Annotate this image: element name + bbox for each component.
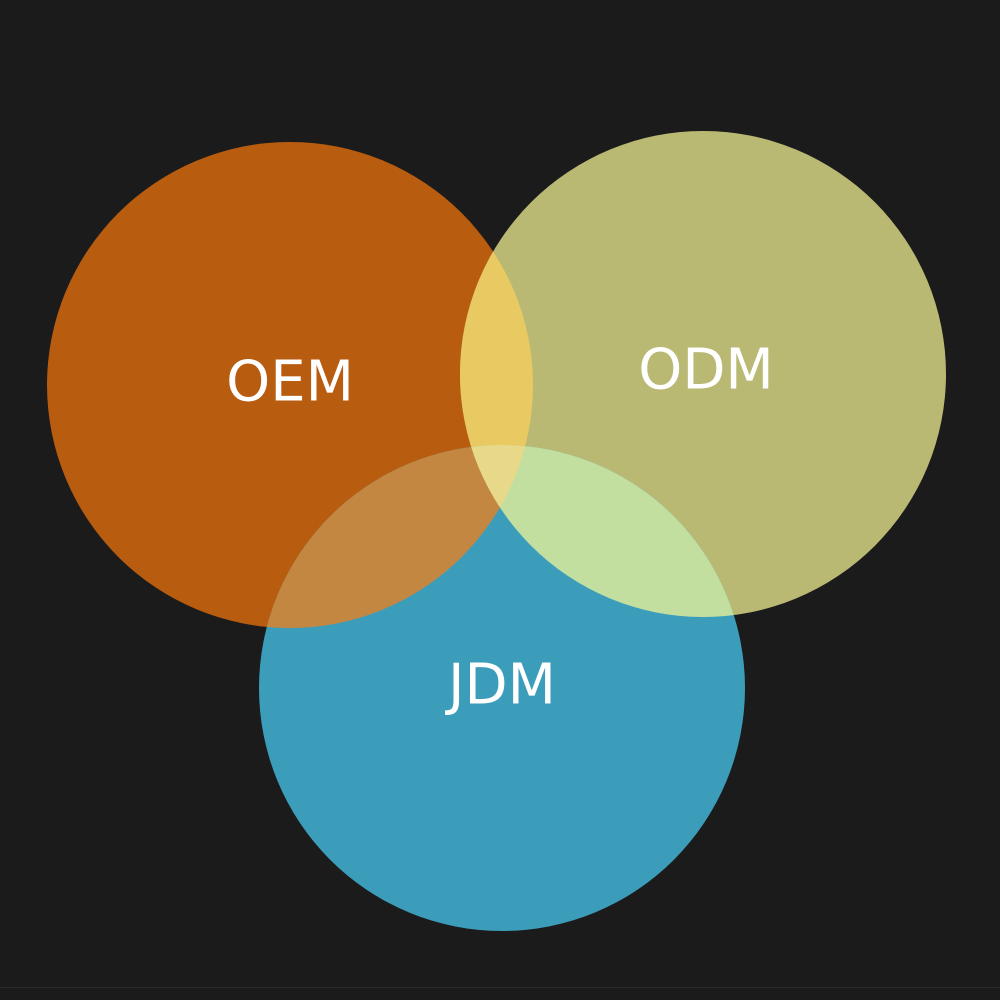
bottom-divider	[0, 987, 1000, 988]
oem-label: OEM	[226, 350, 354, 415]
oem-jdm-overlap	[259, 445, 533, 628]
odm-jdm-overlap	[460, 445, 745, 617]
odm-label: ODM	[638, 338, 774, 403]
jdm-label: JDM	[445, 653, 556, 718]
